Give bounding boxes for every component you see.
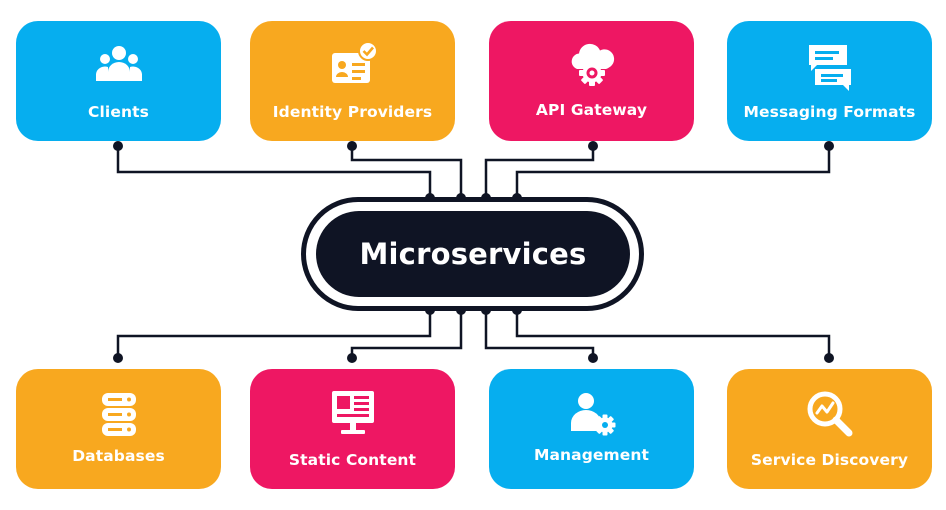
wire-dot xyxy=(113,141,123,151)
wire-dot xyxy=(588,141,598,151)
node-label: Management xyxy=(533,446,650,464)
wire-discovery xyxy=(515,310,831,358)
users-group-icon xyxy=(16,39,221,93)
monitor-content-icon xyxy=(250,387,455,441)
chat-messages-icon xyxy=(727,39,932,93)
wire-dot xyxy=(347,353,357,363)
node-api-gateway: API Gateway xyxy=(489,21,694,141)
node-label: API Gateway xyxy=(535,101,648,119)
wire-clients xyxy=(116,146,432,198)
database-icon xyxy=(16,387,221,441)
node-databases: Databases xyxy=(16,369,221,489)
wire-static xyxy=(350,310,463,358)
node-label: Messaging Formats xyxy=(743,103,916,121)
wire-databases xyxy=(116,310,432,358)
wire-dot xyxy=(113,353,123,363)
node-label: Databases xyxy=(72,447,165,465)
id-card-check-icon xyxy=(250,39,455,93)
wire-dot xyxy=(588,353,598,363)
hub-microservices: Microservices xyxy=(316,211,630,297)
wire-dot xyxy=(824,353,834,363)
wire-identity xyxy=(350,146,463,198)
wire-messaging xyxy=(515,146,831,198)
node-label: Identity Providers xyxy=(272,103,433,121)
node-clients: Clients xyxy=(16,21,221,141)
node-label: Static Content xyxy=(288,451,417,469)
wire-api xyxy=(484,146,595,198)
wire-management xyxy=(484,310,595,358)
wire-dot xyxy=(824,141,834,151)
node-static-content: Static Content xyxy=(250,369,455,489)
hub-title: Microservices xyxy=(359,237,587,271)
node-identity-providers: Identity Providers xyxy=(250,21,455,141)
node-label: Clients xyxy=(88,103,149,121)
search-chart-icon xyxy=(727,387,932,441)
node-messaging-formats: Messaging Formats xyxy=(727,21,932,141)
node-label: Service Discovery xyxy=(750,451,909,469)
user-gear-icon xyxy=(489,387,694,441)
cloud-gear-icon xyxy=(489,39,694,93)
node-management: Management xyxy=(489,369,694,489)
node-service-discovery: Service Discovery xyxy=(727,369,932,489)
wire-dot xyxy=(347,141,357,151)
